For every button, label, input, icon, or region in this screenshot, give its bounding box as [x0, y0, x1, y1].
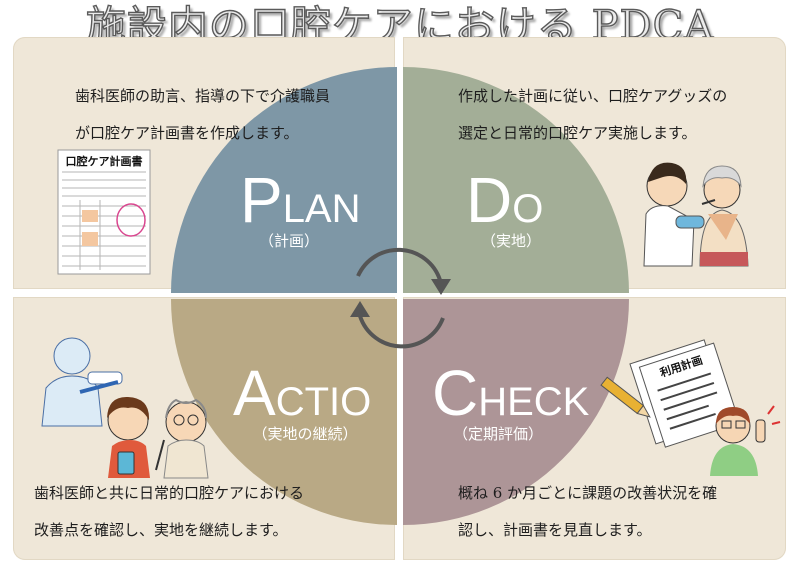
svg-text:ACTIO: ACTIO — [233, 357, 371, 429]
care-plan-document-icon: 口腔ケア計画書 — [57, 149, 151, 275]
plan-quarter — [171, 67, 397, 293]
svg-text:CHECK: CHECK — [432, 357, 590, 429]
do-subtitle: （実地） — [481, 232, 541, 250]
do-big-letter: D — [466, 164, 512, 236]
cycle-arrows-icon — [356, 247, 445, 349]
do-quarter — [403, 67, 629, 293]
action-quarter — [171, 299, 397, 525]
do-rest-letters: O — [512, 187, 543, 231]
action-big-letter: A — [233, 357, 276, 429]
svg-text:DO: DO — [466, 164, 543, 236]
check-rest-letters: HECK — [478, 380, 589, 424]
check-desc-line1: 概ね 6 か月ごとに課題の改善状況を確 — [458, 484, 718, 502]
plan-big-letter: P — [240, 164, 283, 236]
plan-rest-letters: LAN — [283, 187, 361, 231]
dentist-team-illustration — [41, 337, 209, 479]
action-rest-letters: CTIO — [276, 380, 372, 424]
evaluation-illustration: 利用計画 — [600, 339, 781, 476]
check-desc-line2: 認し、計画書を見直します。 — [458, 521, 652, 539]
do-desc-line1: 作成した計画に従い、口腔ケアグッズの — [458, 87, 728, 105]
action-subtitle: （実地の継続） — [252, 425, 357, 443]
plan-desc-line1: 歯科医師の助言、指導の下で介護職員 — [75, 87, 331, 105]
action-desc-line2: 改善点を確認し、実地を継続します。 — [34, 521, 288, 539]
caregiver-illustration — [643, 162, 749, 267]
do-desc-line2: 選定と日常的口腔ケア実施します。 — [458, 124, 697, 142]
check-subtitle: （定期評価） — [453, 425, 543, 443]
svg-text:PLAN: PLAN — [240, 164, 361, 236]
cycle-arrowhead-right — [431, 279, 451, 295]
plan-subtitle: （計画） — [259, 232, 319, 250]
action-desc-line1: 歯科医師と共に日常的口腔ケアにおける — [34, 484, 305, 502]
cycle-arrowhead-left — [350, 301, 370, 317]
check-big-letter: C — [432, 357, 478, 429]
check-quarter — [403, 299, 629, 525]
plan-desc-line2: が口腔ケア計画書を作成します。 — [75, 124, 299, 142]
care-plan-doc-title: 口腔ケア計画書 — [66, 154, 143, 168]
